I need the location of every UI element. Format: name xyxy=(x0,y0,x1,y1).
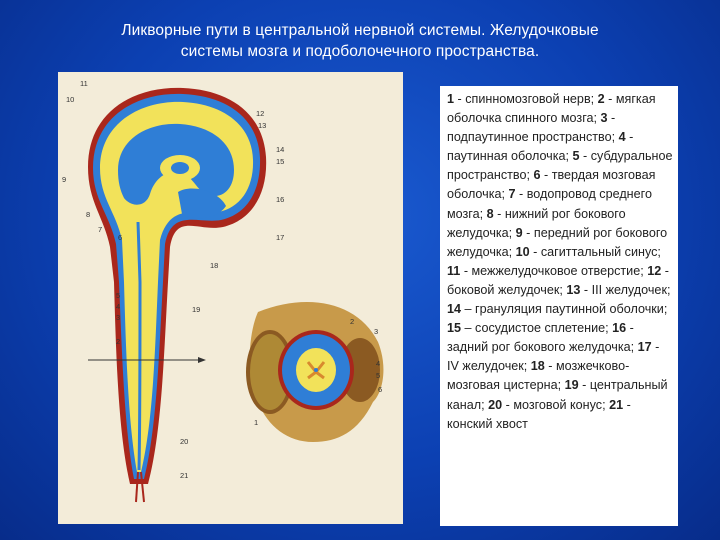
sagittal-section xyxy=(88,87,267,503)
legend-number: 8 xyxy=(486,206,494,221)
legend-description: - паутинная оболочка; xyxy=(447,130,634,164)
fig-label-5: 5 xyxy=(116,291,120,300)
legend-description: - IV желудочек; xyxy=(447,340,660,374)
legend-description: – сосудистое сплетение; xyxy=(461,321,613,336)
central-canal xyxy=(136,221,142,471)
legend-description: - мозжечково-мозговая цистерна; xyxy=(447,359,630,393)
sagittal-labels: 11 10 12 13 14 15 9 16 8 7 6 17 18 5 4 3… xyxy=(62,79,284,480)
cross-label-5: 5 xyxy=(376,371,380,380)
cross-label-3: 3 xyxy=(374,327,378,336)
legend-number: 21 xyxy=(609,397,624,412)
legend-number: 7 xyxy=(508,187,516,202)
legend-description: - субдуральное пространство; xyxy=(447,149,673,183)
legend-description: - боковой желудочек; xyxy=(447,263,669,297)
legend-number: 18 xyxy=(530,359,545,374)
legend-description: - спинномозговой нерв; xyxy=(454,92,598,106)
legend-number: 9 xyxy=(515,225,523,240)
legend-number: 10 xyxy=(515,244,530,259)
slide-title: Ликворные пути в центральной нервной сис… xyxy=(60,20,660,62)
vertebral-body-left xyxy=(246,330,294,414)
legend-description: - нижний рог бокового желудочка; xyxy=(447,206,626,240)
legend-description: - III желудочек; xyxy=(580,282,671,297)
third-ventricle xyxy=(171,162,189,174)
legend-number: 6 xyxy=(533,168,541,183)
fig-label-21: 21 xyxy=(180,471,188,480)
legend-description: – грануляция паутинной оболочки; xyxy=(461,302,668,317)
fig-label-15: 15 xyxy=(276,157,284,166)
legend-text: 1 - спинномозговой нерв; 2 - мягкая обол… xyxy=(447,90,673,434)
title-line-2: системы мозга и подоболочечного простран… xyxy=(180,43,540,60)
csf-pathways-illustration: 11 10 12 13 14 15 9 16 8 7 6 17 18 5 4 3… xyxy=(58,72,403,524)
fourth-ventricle xyxy=(178,188,226,219)
legend-description: - твердая мозговая оболочка; xyxy=(447,168,656,202)
legend-number: 16 xyxy=(612,321,627,336)
legend-number: 1 xyxy=(447,92,455,106)
fig-label-20: 20 xyxy=(180,437,188,446)
legend-number: 14 xyxy=(447,302,462,317)
legend-number: 5 xyxy=(572,149,580,164)
fig-label-7: 7 xyxy=(98,225,102,234)
fig-label-12: 12 xyxy=(256,109,264,118)
legend-number: 3 xyxy=(600,111,608,126)
legend-description: - центральный канал; xyxy=(447,378,668,412)
fig-label-2: 2 xyxy=(116,337,120,346)
fig-label-14: 14 xyxy=(276,145,284,154)
legend-description: - конский хвост xyxy=(447,397,631,431)
fig-label-4: 4 xyxy=(116,302,120,311)
legend-description: - мягкая оболочка спинного мозга; xyxy=(447,92,656,126)
legend-number: 12 xyxy=(647,263,662,278)
fig-label-10: 10 xyxy=(66,95,74,104)
cross-section-labels: 2 3 4 5 6 1 xyxy=(254,317,382,427)
legend-description: - мозговой конус; xyxy=(502,397,610,412)
legend-number: 4 xyxy=(618,130,626,145)
spinal-cross-section xyxy=(246,302,384,442)
fig-label-8: 8 xyxy=(86,210,90,219)
anatomy-drawing: 11 10 12 13 14 15 9 16 8 7 6 17 18 5 4 3… xyxy=(62,79,384,503)
fig-label-3: 3 xyxy=(116,313,120,322)
cross-label-4: 4 xyxy=(376,359,380,368)
fig-label-11: 11 xyxy=(80,79,88,88)
fig-label-17: 17 xyxy=(276,233,284,242)
cross-label-6: 6 xyxy=(378,385,382,394)
fig-label-19: 19 xyxy=(192,305,200,314)
fig-label-13: 13 xyxy=(258,121,266,130)
cross-label-1: 1 xyxy=(254,418,258,427)
legend-number: 2 xyxy=(597,92,605,106)
legend-number: 13 xyxy=(566,282,581,297)
cross-label-2: 2 xyxy=(350,317,354,326)
legend-description: - передний рог бокового желудочка; xyxy=(447,225,668,259)
legend-description: - водопровод среднего мозга; xyxy=(447,187,652,221)
legend-number: 19 xyxy=(564,378,579,393)
legend-description: - межжелудочковое отверстие; xyxy=(460,263,648,278)
legend-panel: 1 - спинномозговой нерв; 2 - мягкая обол… xyxy=(440,86,678,526)
legend-description: - сагиттальный синус; xyxy=(529,244,661,259)
title-line-1: Ликворные пути в центральной нервной сис… xyxy=(121,22,599,39)
legend-description: - задний рог бокового желудочка; xyxy=(447,321,638,355)
legend-number: 20 xyxy=(488,397,503,412)
fig-label-6: 6 xyxy=(118,233,122,242)
legend-number: 17 xyxy=(637,340,652,355)
cauda-equina xyxy=(135,471,139,503)
fig-label-9: 9 xyxy=(62,175,66,184)
legend-description: - подпаутинное пространство; xyxy=(447,111,619,145)
legend-number: 15 xyxy=(447,321,462,336)
legend-number: 11 xyxy=(447,263,461,278)
fig-label-16: 16 xyxy=(276,195,284,204)
fig-label-18: 18 xyxy=(210,261,218,270)
